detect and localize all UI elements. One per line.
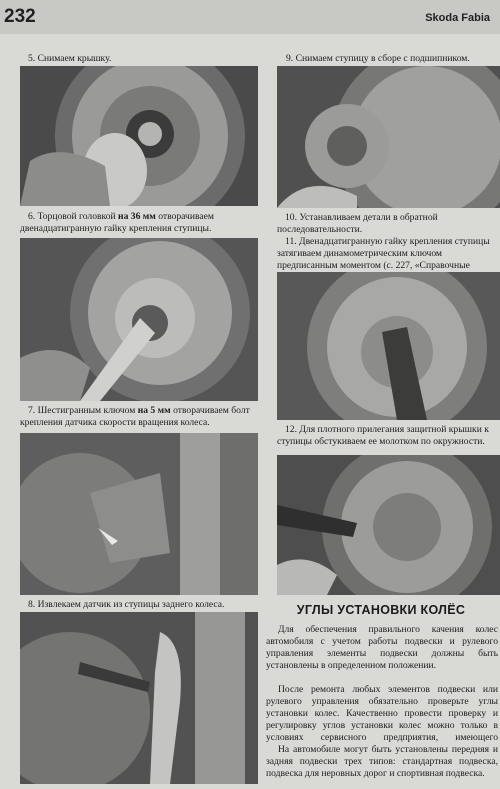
caption-6: 6. Торцовой головкой на 36 мм отворачива…: [20, 211, 214, 234]
photo-remove-sensor: [20, 612, 258, 784]
paragraph-2: После ремонта любых элементов подвески и…: [266, 684, 498, 743]
page-number: 232: [4, 6, 36, 27]
caption-9: 9. Снимаем ступицу в сборе с подшипником…: [286, 53, 470, 64]
photo-torque-wrench: [277, 272, 500, 420]
photo-hammer-cap: [277, 455, 500, 595]
caption-8: 8. Извлекаем датчик из ступицы заднего к…: [28, 599, 225, 610]
caption-7: 7. Шестигранным ключом на 5 мм отворачив…: [20, 405, 250, 428]
caption-10: 10. Устанавливаем детали в обратной посл…: [277, 212, 438, 235]
photo-remove-hub: [277, 66, 500, 208]
caption-5: 5. Снимаем крышку.: [28, 53, 112, 64]
page-header: 232 Skoda Fabia: [0, 0, 500, 34]
photo-hub-nut-socket: [20, 238, 258, 401]
section-title: УГЛЫ УСТАНОВКИ КОЛЁС: [296, 603, 466, 617]
photo-sensor-bolt: [20, 433, 258, 595]
caption-12: 12. Для плотного прилегания защитной кры…: [277, 424, 489, 447]
photo-remove-cap: [20, 66, 258, 206]
book-title: Skoda Fabia: [425, 12, 490, 24]
paragraph-1: Для обеспечения правильного качения коле…: [266, 624, 498, 671]
paragraph-3: На автомобиле могут быть установлены пер…: [266, 744, 498, 779]
